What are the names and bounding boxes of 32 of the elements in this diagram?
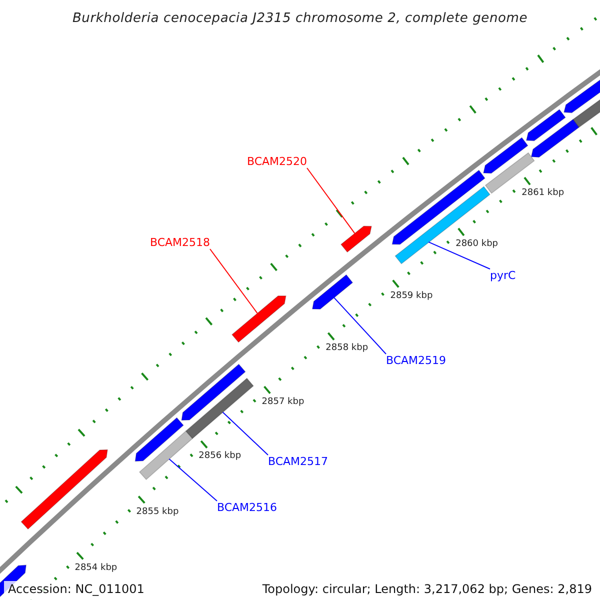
scale-label: 2855 kbp	[136, 506, 179, 517]
scale-label: 2861 kbp	[522, 188, 564, 198]
gene-block	[483, 137, 528, 174]
gene-block	[340, 226, 372, 253]
gene-label: BCAM2517	[268, 455, 328, 468]
gene-block	[20, 449, 108, 530]
scale-label: 2858 kbp	[326, 343, 368, 354]
scale-label: 2854 kbp	[74, 562, 118, 573]
gene-block	[526, 108, 566, 142]
leader-line	[222, 412, 268, 456]
leader-line	[428, 242, 490, 270]
title: Burkholderia cenocepacia J2315 chromosome 2, complete genome	[71, 10, 529, 28]
gene-block	[312, 274, 354, 310]
leader-line	[306, 168, 356, 234]
scale-label: 2856 kbp	[198, 451, 242, 462]
leader-line	[334, 297, 386, 354]
gene-block	[185, 378, 254, 440]
gene-block	[134, 417, 184, 462]
gene-label: BCAM2518	[150, 236, 210, 249]
gene-label: BCAM2516	[217, 501, 278, 514]
gene-label: BCAM2520	[247, 155, 308, 168]
scale-label: 2859 kbp	[390, 290, 433, 301]
scale-label: 2857 kbp	[262, 396, 304, 407]
gene-block	[530, 118, 580, 158]
gene-block	[181, 364, 246, 421]
leader-line	[168, 458, 218, 502]
gene-label: pyrC	[490, 269, 516, 282]
gene-block	[138, 430, 193, 480]
leader-line	[210, 248, 258, 314]
gene-block	[231, 296, 286, 343]
gene-label: BCAM2519	[386, 354, 446, 367]
scale-label: 2860 kbp	[456, 239, 498, 250]
